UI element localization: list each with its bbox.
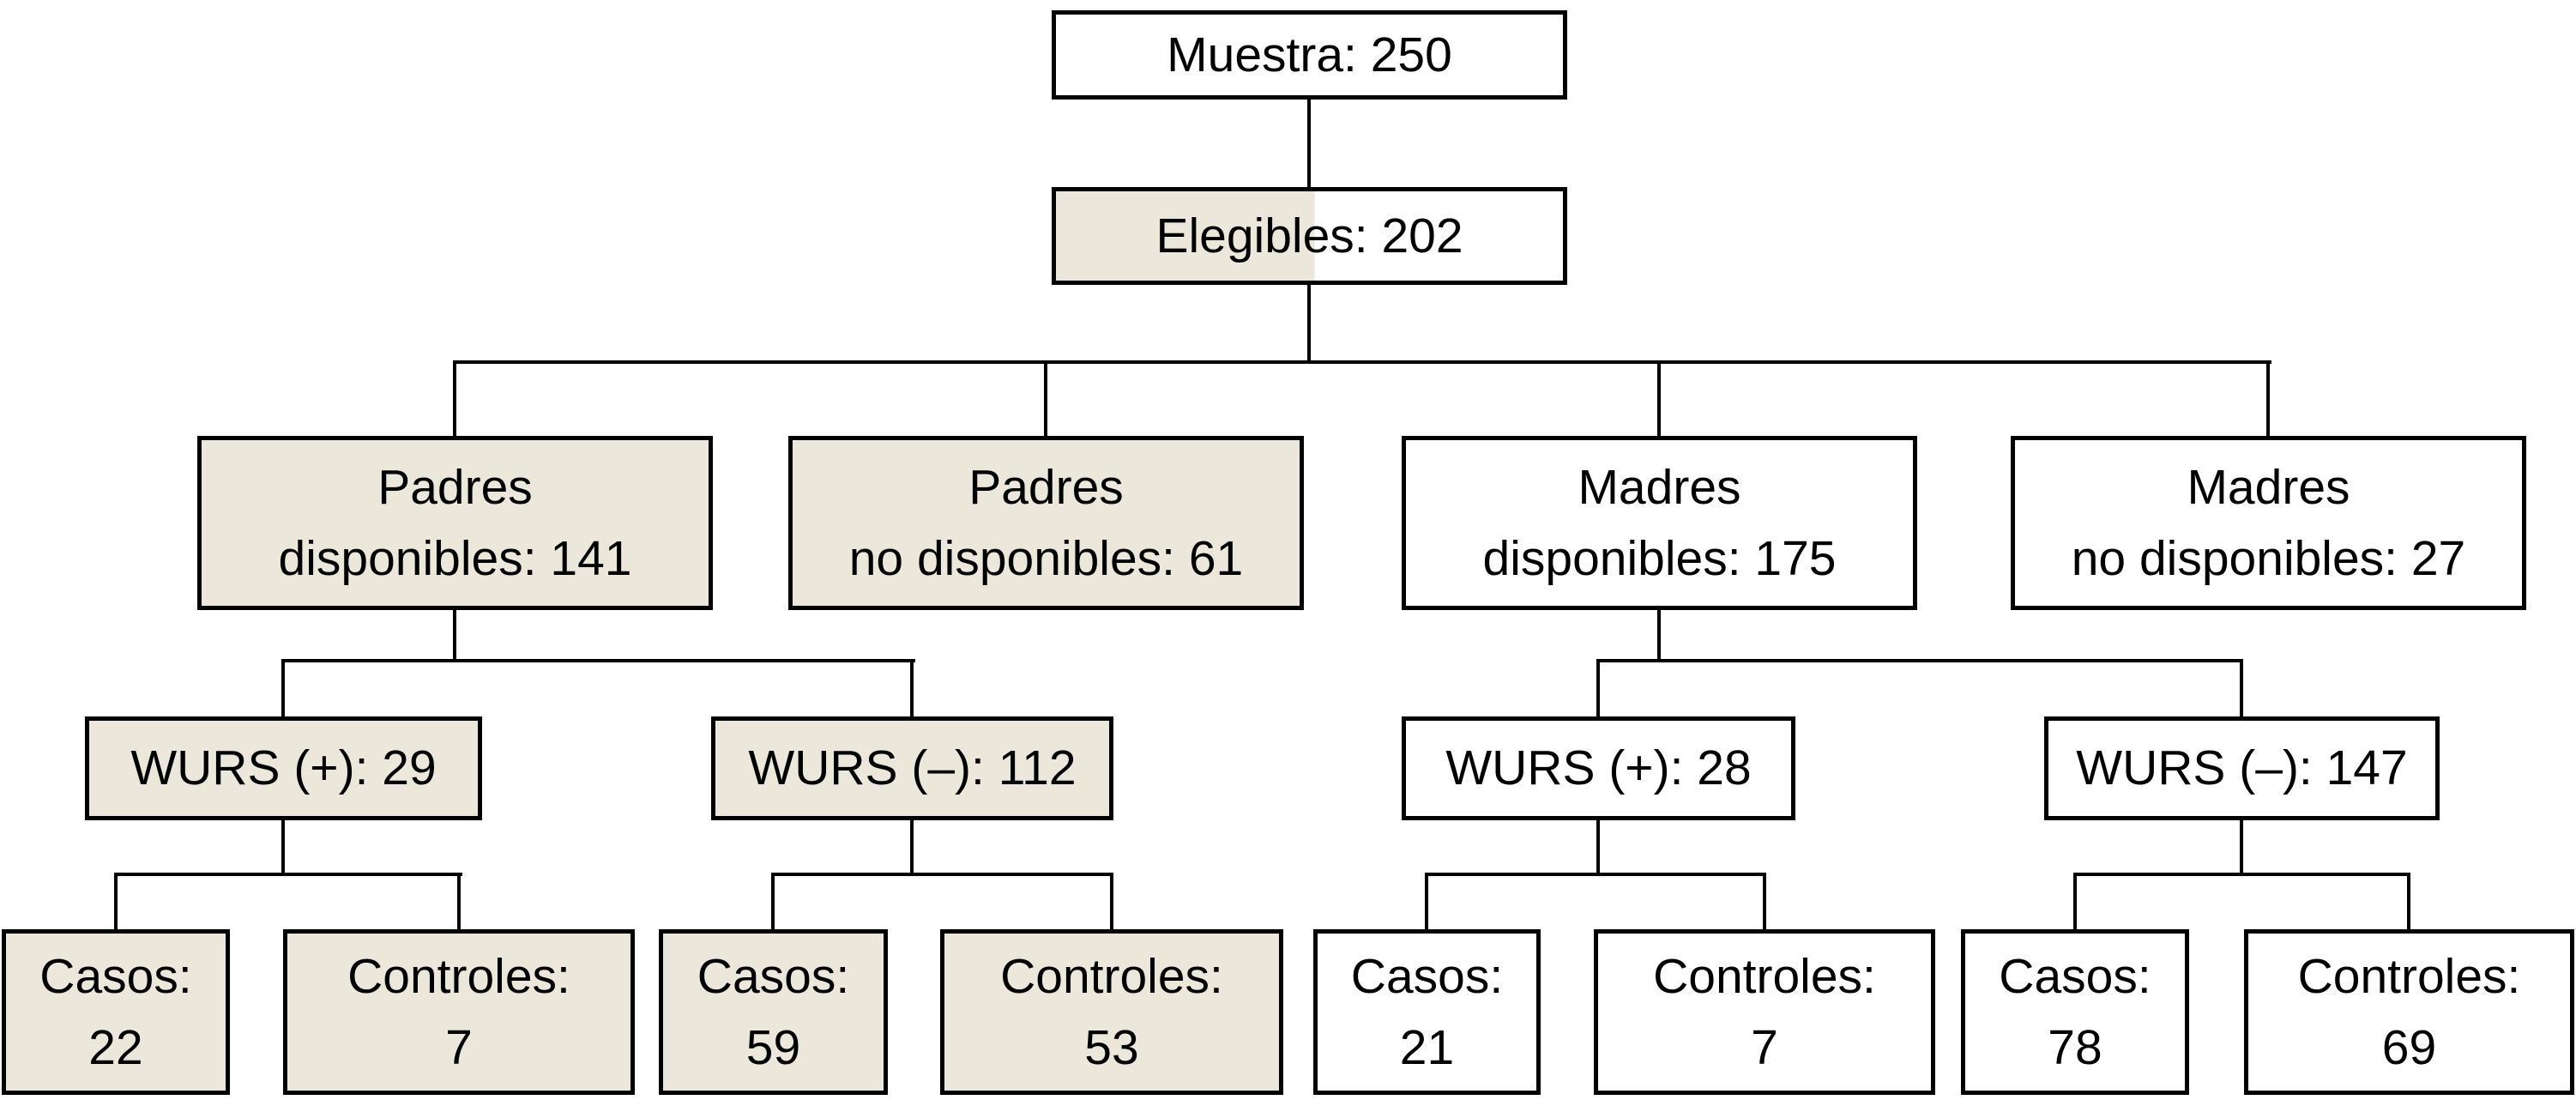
connector-drop-wurs-pos-padres [281,659,285,716]
connector-drop-casos-78 [2073,873,2077,929]
node-label-line2: 22 [88,1019,143,1075]
node-madres-no-disponibles: Madres no disponibles: 27 [2011,436,2526,610]
node-label-line2: 53 [1084,1019,1139,1075]
node-label-line2: 7 [445,1019,473,1075]
node-label-line2: 7 [1751,1019,1778,1075]
node-label: WURS (–): 147 [2076,740,2408,796]
node-wurs-pos-padres: WURS (+): 29 [85,716,482,820]
connector-drop-wurs-neg-padres [910,659,914,716]
node-label-line1: Controles: [347,948,570,1004]
node-label-line1: Controles: [2297,948,2521,1004]
node-casos-wurs-neg-madres: Casos: 78 [1961,929,2189,1095]
node-label-line1: Casos: [697,948,850,1004]
connector-wurs-pos-padres-stem [281,820,285,876]
node-wurs-pos-madres: WURS (+): 28 [1402,716,1795,820]
node-label-line1: Madres [1578,459,1741,515]
node-wurs-neg-padres: WURS (–): 112 [711,716,1113,820]
rail-padres-disponibles-children [281,659,915,662]
connector-padres-disponibles-stem [453,610,456,662]
node-label-line2: no disponibles: 27 [2071,530,2466,586]
node-label-line1: Controles: [1000,948,1223,1004]
node-wurs-neg-madres: WURS (–): 147 [2044,716,2440,820]
node-label-line2: 59 [745,1019,801,1075]
node-label-line1: Padres [377,459,533,515]
connector-drop-controles-7b [1763,873,1766,929]
node-casos-wurs-pos-madres: Casos: 21 [1313,929,1541,1095]
node-label: WURS (+): 29 [130,740,437,796]
rail-wurs-neg-padres-children [771,873,1113,876]
node-label-line2: 69 [2381,1019,2437,1075]
rail-wurs-neg-madres-children [2073,873,2410,876]
node-controles-wurs-pos-madres: Controles: 7 [1594,929,1935,1095]
rail-wurs-pos-madres-children [1425,873,1766,876]
node-label: WURS (–): 112 [748,740,1077,796]
node-casos-wurs-neg-padres: Casos: 59 [659,929,888,1095]
connector-muestra-elegibles [1307,100,1311,187]
node-label-line2: disponibles: 141 [278,530,632,586]
connector-drop-casos-21 [1425,873,1428,929]
node-label-line2: 78 [2048,1019,2102,1075]
node-madres-disponibles: Madres disponibles: 175 [1402,436,1917,610]
node-controles-wurs-pos-padres: Controles: 7 [283,929,635,1095]
connector-drop-casos-59 [771,873,775,929]
connector-drop-wurs-neg-madres [2240,659,2243,716]
connector-drop-controles-7a [457,873,461,929]
connector-drop-controles-69 [2407,873,2410,929]
connector-drop-controles-53 [1110,873,1113,929]
connector-wurs-neg-padres-stem [910,820,914,876]
node-casos-wurs-pos-padres: Casos: 22 [2,929,230,1095]
node-label-line2: 21 [1399,1019,1455,1075]
rail-madres-disponibles-children [1596,659,2243,662]
rail-wurs-pos-padres-children [114,873,462,876]
connector-drop-padres-disponibles [453,360,456,436]
node-muestra: Muestra: 250 [1052,10,1567,100]
node-label-line1: Casos: [1999,948,2151,1004]
connector-elegibles-stem [1307,285,1311,362]
node-elegibles-label: Elegibles: 202 [1155,208,1463,263]
node-label-line2: disponibles: 175 [1482,530,1837,586]
node-controles-wurs-neg-madres: Controles: 69 [2244,929,2574,1095]
connector-wurs-neg-madres-stem [2240,820,2243,876]
node-label-line2: no disponibles: 61 [848,530,1244,586]
node-label-line1: Casos: [39,948,192,1004]
node-padres-disponibles: Padres disponibles: 141 [197,436,713,610]
connector-madres-disponibles-stem [1657,610,1661,662]
connector-drop-casos-22 [114,873,118,929]
connector-drop-madres-no-disponibles [2266,360,2270,436]
connector-wurs-pos-madres-stem [1596,820,1600,876]
node-label-line1: Controles: [1653,948,1876,1004]
node-label-line1: Casos: [1350,948,1504,1004]
node-label-line1: Madres [2187,459,2350,515]
node-elegibles: Elegibles: 202 [1052,187,1567,285]
node-label-line1: Padres [968,459,1124,515]
rail-elegibles-children [453,360,2271,364]
node-padres-no-disponibles: Padres no disponibles: 61 [788,436,1304,610]
node-controles-wurs-neg-padres: Controles: 53 [940,929,1283,1095]
node-muestra-label: Muestra: 250 [1167,27,1452,82]
connector-drop-padres-no-disponibles [1044,360,1047,436]
connector-drop-madres-disponibles [1657,360,1661,436]
node-label: WURS (+): 28 [1445,740,1752,796]
connector-drop-wurs-pos-madres [1596,659,1600,716]
